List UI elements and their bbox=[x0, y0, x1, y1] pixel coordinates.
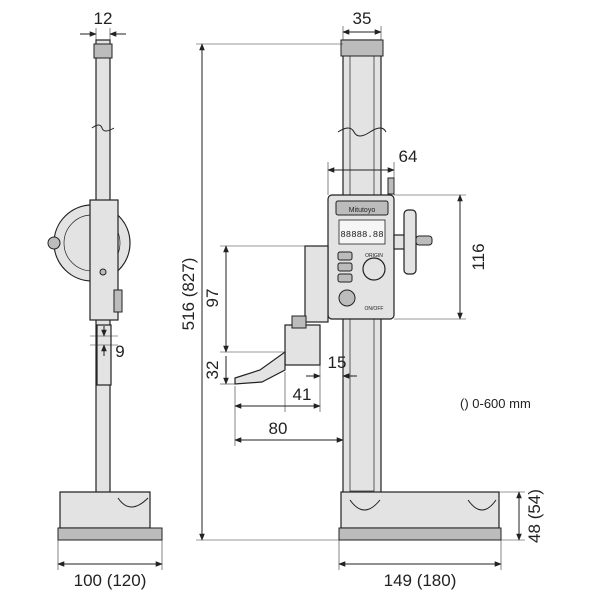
side-slider-lock bbox=[113, 289, 123, 313]
dim-display-width: 64 bbox=[399, 147, 418, 166]
front-base-recess-left bbox=[349, 499, 381, 511]
side-knob bbox=[47, 236, 61, 250]
scriber bbox=[234, 350, 286, 385]
dim-top-width-column: 35 bbox=[353, 9, 372, 28]
dim-base-depth: 100 (120) bbox=[74, 571, 147, 590]
on-off-label: ON/OFF bbox=[365, 306, 384, 312]
dim-scriber-height: 97 bbox=[203, 289, 222, 308]
dim-display-height: 116 bbox=[469, 243, 488, 270]
display-button-3[interactable] bbox=[337, 273, 353, 283]
front-base-recess-right bbox=[467, 499, 497, 511]
dim-top-width-small: 12 bbox=[94, 9, 113, 28]
side-slider bbox=[89, 199, 119, 321]
side-base-top bbox=[59, 491, 151, 529]
origin-button[interactable] bbox=[362, 257, 386, 281]
front-base-foot bbox=[338, 527, 502, 541]
dim-base-height: 48 (54) bbox=[525, 489, 544, 543]
front-view: Mitutoyo 88888.88 ORIGIN ON/OFF bbox=[234, 39, 502, 541]
display-readout: 88888.88 bbox=[340, 230, 383, 240]
dim-base-width: 149 (180) bbox=[384, 571, 457, 590]
dimension-lines bbox=[57, 26, 525, 570]
side-base-recess bbox=[117, 497, 149, 508]
clamp-screw bbox=[291, 315, 307, 329]
origin-label: ORIGIN bbox=[365, 253, 383, 259]
display-button-2[interactable] bbox=[337, 262, 353, 272]
front-clamp bbox=[387, 177, 395, 195]
dim-scriber-length-80: 80 bbox=[269, 419, 288, 438]
side-view bbox=[47, 39, 163, 541]
dim-scriber-offset: 32 bbox=[203, 361, 222, 380]
side-column-cap bbox=[93, 43, 113, 59]
front-break-mark bbox=[337, 127, 387, 137]
side-screw bbox=[99, 268, 107, 276]
dim-side-offset: 9 bbox=[115, 342, 124, 361]
scriber-bracket bbox=[304, 245, 329, 323]
display-header bbox=[335, 200, 389, 216]
dim-total-height: 516 (827) bbox=[179, 258, 198, 331]
range-note: () 0-600 mm bbox=[460, 396, 531, 411]
feed-wheel[interactable] bbox=[403, 209, 417, 275]
side-base-foot bbox=[57, 527, 163, 541]
dim-scriber-gap: 15 bbox=[328, 353, 347, 372]
dimension-labels: 12 35 64 116 516 (827) 97 32 9 15 41 80 … bbox=[74, 9, 544, 590]
feed-knob[interactable] bbox=[415, 235, 433, 246]
on-off-button[interactable] bbox=[338, 289, 356, 307]
display-brand: Mitutoyo bbox=[349, 207, 376, 214]
dim-scriber-length-41: 41 bbox=[293, 385, 312, 404]
side-break-mark bbox=[91, 124, 115, 132]
display-screen bbox=[338, 219, 386, 245]
display-button-1[interactable] bbox=[337, 251, 353, 261]
front-column-cap bbox=[340, 39, 384, 57]
scriber-clamp bbox=[284, 324, 321, 366]
